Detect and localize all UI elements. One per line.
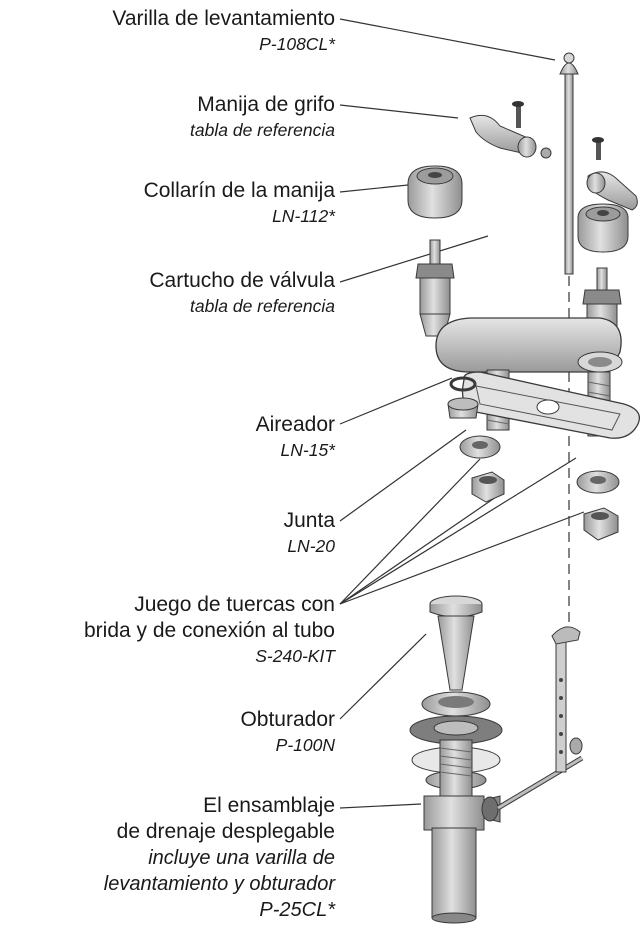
callout-name: Collarín de la manija xyxy=(143,179,335,202)
callout-nut-kit: Juego de tuercas con brida y de conexión… xyxy=(84,592,335,668)
callout-lift-rod: Varilla de levantamiento P-108CL* xyxy=(112,6,335,56)
callout-stopper: Obturador P-100N xyxy=(240,707,335,757)
coupling-nut-left xyxy=(471,471,505,503)
callout-name: Manija de grifo xyxy=(197,93,335,116)
callout-aerator: Aireador LN-15* xyxy=(256,412,335,462)
flange-washer-left xyxy=(459,435,501,459)
callout-name: Junta xyxy=(283,509,335,532)
callout-name-line-2: de drenaje desplegable xyxy=(116,820,335,843)
callout-valve-cartridge: Cartucho de válvula tabla de referencia xyxy=(149,268,335,318)
callout-part-number: LN-20 xyxy=(287,536,335,556)
callout-faucet-handle: Manija de grifo tabla de referencia xyxy=(190,92,335,142)
faucet-handle-left xyxy=(469,101,552,159)
callout-part-number: S-240-KIT xyxy=(255,646,335,666)
callout-name: Varilla de levantamiento xyxy=(112,7,335,30)
callout-part-number: P-108CL* xyxy=(259,34,335,54)
callout-note-line-1: incluye una varilla de xyxy=(148,847,335,869)
lift-rod xyxy=(559,52,579,275)
callout-name: Aireador xyxy=(255,413,335,436)
callout-part-number: P-25CL* xyxy=(259,899,335,921)
handle-collar-left xyxy=(407,165,463,219)
callout-part-number: tabla de referencia xyxy=(190,296,335,316)
callout-handle-collar: Collarín de la manija LN-112* xyxy=(144,178,335,228)
coupling-nut-right xyxy=(583,507,619,541)
callout-drain-assembly: El ensamblaje de drenaje desplegable inc… xyxy=(104,793,335,923)
callout-part-number: tabla de referencia xyxy=(190,120,335,140)
leader-lines xyxy=(339,18,585,809)
faucet-handle-right xyxy=(586,137,638,211)
aerator xyxy=(447,376,479,419)
callout-name-line-1: Juego de tuercas con xyxy=(134,593,335,616)
callout-name-line-1: El ensamblaje xyxy=(203,794,335,817)
callout-name: Obturador xyxy=(240,708,335,731)
callout-part-number: P-100N xyxy=(275,735,335,755)
callout-gasket: Junta LN-20 xyxy=(284,508,335,558)
valve-cartridge-left xyxy=(415,239,455,337)
callout-name-line-2: brida y de conexión al tubo xyxy=(83,619,335,642)
callout-name: Cartucho de válvula xyxy=(149,269,335,292)
callout-part-number: LN-15* xyxy=(280,440,335,460)
handle-collar-right xyxy=(577,203,629,253)
flange-washer-right xyxy=(576,470,620,494)
drain-stopper xyxy=(429,595,483,711)
pop-up-drain-assembly xyxy=(409,626,584,924)
callout-part-number: LN-112* xyxy=(272,206,335,226)
callout-note-line-2: levantamiento y obturador xyxy=(103,873,335,895)
